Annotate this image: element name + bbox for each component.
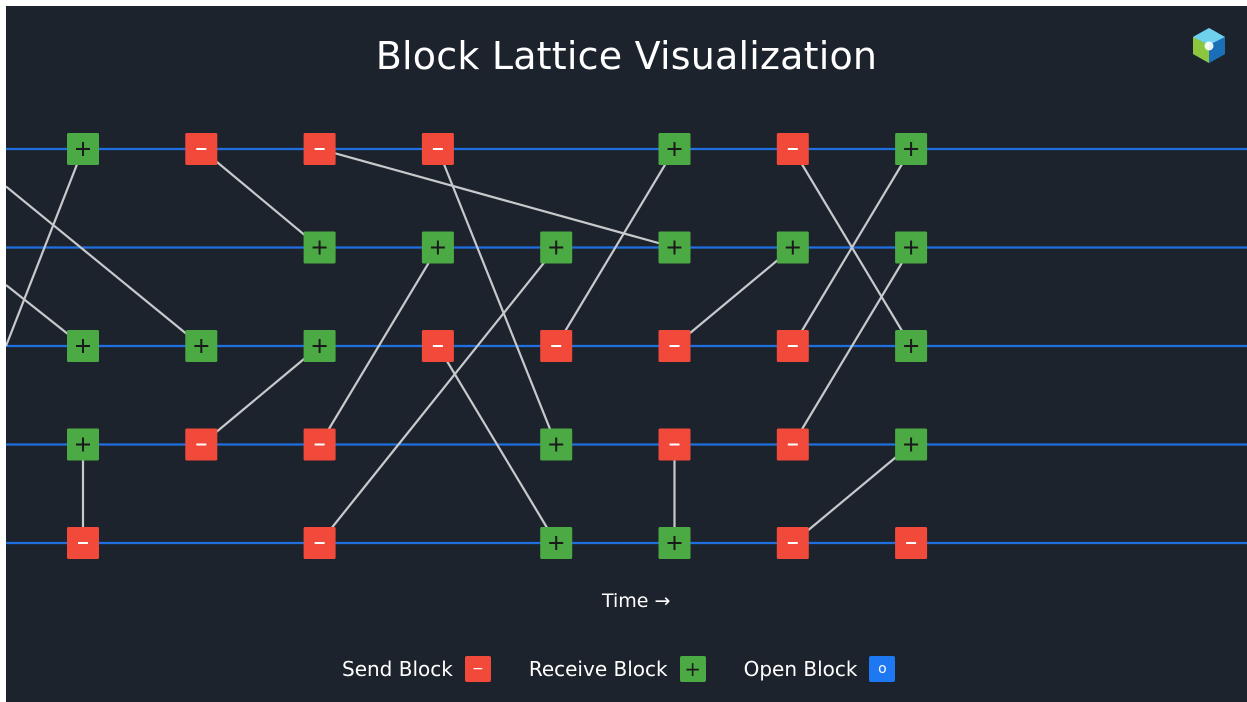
send-block <box>421 133 454 165</box>
time-axis-label: Time → <box>602 590 671 612</box>
receive-block <box>895 428 928 461</box>
legend-item-receive: Receive Block + <box>529 656 706 682</box>
send-receive-link <box>792 443 912 544</box>
block-lattice <box>6 133 1247 559</box>
legend-label-send: Send Block <box>342 657 453 681</box>
cube-logo-icon <box>1193 28 1225 63</box>
receive-block <box>67 428 99 461</box>
send-receive-link <box>318 246 558 544</box>
legend-label-open: Open Block <box>743 657 858 681</box>
receive-block <box>303 231 336 264</box>
page-title: Block Lattice Visualization <box>375 34 878 78</box>
receive-block <box>540 231 573 264</box>
send-block <box>776 428 809 461</box>
send-receive-link <box>791 246 913 446</box>
receive-block <box>67 133 99 165</box>
send-block <box>421 330 454 362</box>
receive-block <box>776 231 809 264</box>
receive-block <box>658 133 691 165</box>
receive-block <box>895 133 928 165</box>
receive-block <box>540 527 573 559</box>
send-block <box>303 428 336 461</box>
receive-block <box>303 330 336 362</box>
open-block-swatch-icon: o <box>869 656 896 682</box>
send-receive-link <box>200 148 321 249</box>
receive-block <box>658 231 691 264</box>
send-block-swatch-icon: − <box>464 656 491 682</box>
send-receive-link <box>791 148 913 347</box>
send-block <box>895 527 928 559</box>
send-receive-link <box>6 148 85 347</box>
send-block <box>776 527 809 559</box>
diagram-canvas: Block Lattice Visualization Time → Send … <box>6 6 1247 702</box>
send-block <box>540 330 573 362</box>
receive-block-swatch-icon: + <box>679 656 706 682</box>
send-receive-link <box>319 147 675 249</box>
send-block <box>776 330 809 362</box>
send-receive-link <box>6 185 202 347</box>
receive-block <box>421 231 454 264</box>
legend-label-receive: Receive Block <box>528 657 668 681</box>
send-block <box>303 133 336 165</box>
send-receive-link <box>436 148 558 445</box>
send-block <box>185 428 218 461</box>
legend-item-open: Open Block o <box>744 656 896 682</box>
send-block <box>303 527 336 559</box>
send-block <box>185 133 218 165</box>
receive-block <box>540 428 573 461</box>
receive-block <box>895 231 928 264</box>
legend: Send Block − Receive Block + Open Block … <box>342 656 933 682</box>
send-block <box>67 527 99 559</box>
send-receive-link <box>673 246 794 347</box>
receive-block <box>895 330 928 362</box>
legend-item-send: Send Block − <box>342 656 491 682</box>
send-block <box>658 428 691 461</box>
send-receive-link <box>555 148 676 347</box>
receive-block <box>67 330 99 362</box>
send-receive-link <box>318 246 439 446</box>
receive-block <box>185 330 218 362</box>
receive-block <box>658 527 691 559</box>
send-receive-link <box>436 345 558 544</box>
send-block <box>776 133 809 165</box>
send-block <box>658 330 691 362</box>
send-receive-link <box>200 345 321 446</box>
